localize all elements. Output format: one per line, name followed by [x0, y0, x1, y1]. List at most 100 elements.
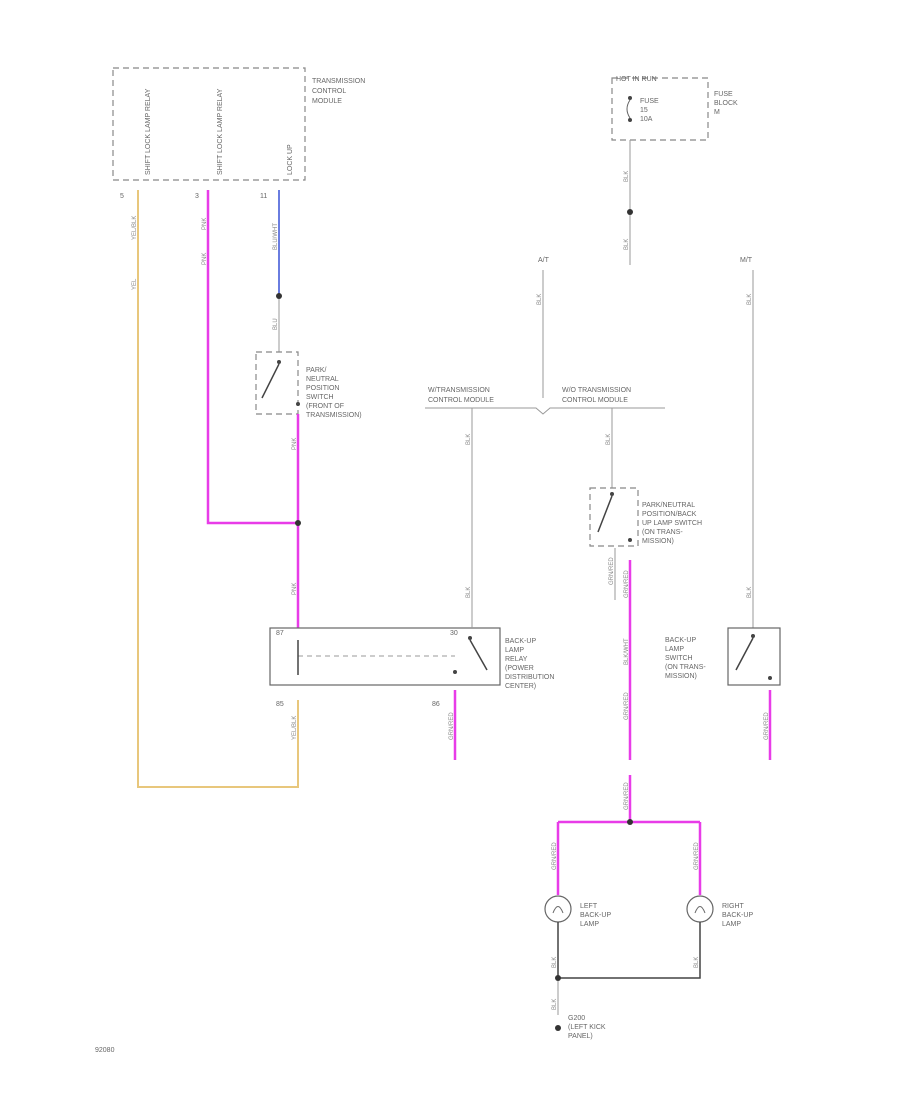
pn-switch-contact-bottom: [296, 402, 300, 406]
figure-id: 92080: [95, 1047, 115, 1054]
fuse-line-1: FUSE: [640, 98, 659, 105]
wire-label-blk-7: BLK: [747, 294, 753, 305]
wire-label-grn-red-3: GRN/RED: [624, 570, 630, 598]
wire-label-blk-9: BLK: [552, 957, 558, 968]
splice-dot-pink: [295, 520, 301, 526]
fuse-output-wire: BLK BLK: [624, 140, 633, 265]
left-lamp-label-1: LEFT: [580, 903, 598, 910]
wire-label-grn-red-8: GRN/RED: [694, 842, 700, 870]
bls-mt-box: [727, 627, 781, 686]
wire-label-blk-4: BLK: [466, 434, 472, 445]
wire-label-pnk-3: PNK: [292, 438, 298, 450]
pn-switch-box: [255, 351, 299, 415]
wire-label-blu: BLU: [273, 318, 279, 330]
fuse-block-box: [611, 77, 709, 141]
relay-label-1: BACK-UP: [505, 638, 536, 645]
relay-label-6: CENTER): [505, 683, 536, 690]
pn-switch-label-4: SWITCH: [306, 394, 334, 401]
bls-mt-label-4: (ON TRANS-: [665, 664, 706, 671]
mt-output-wire: GRN/RED: [764, 690, 772, 760]
wire-label-blk-10: BLK: [694, 957, 700, 968]
pn-switch-label-3: POSITION: [306, 385, 339, 392]
park-neutral-backup-switch: PARK/NEUTRAL POSITION/BACK UP LAMP SWITC…: [589, 487, 702, 547]
relay-label-3: RELAY: [505, 656, 528, 663]
splice-dot-ground: [555, 975, 561, 981]
tcm-pin-label-1: SHIFT LOCK LAMP RELAY: [145, 88, 152, 175]
pnb-switch-box: [589, 487, 639, 547]
transmission-control-module: TRANSMISSION CONTROL MODULE SHIFT LOCK L…: [112, 67, 365, 200]
wire-label-blk-1: BLK: [624, 171, 630, 182]
relay-contact-top: [468, 636, 472, 640]
wire-label-grn-red-5: GRN/RED: [624, 782, 630, 810]
blue-wire: BLU/WHT BLU: [273, 190, 282, 352]
wire-label-grn-red: GRN/RED: [449, 712, 455, 740]
wire-label-yel-blk-2: YEL/BLK: [292, 716, 298, 740]
bls-mt-contact-bottom: [768, 676, 772, 680]
right-lamp-label-2: BACK-UP: [722, 912, 753, 919]
wire-label-yel-blk: YEL/BLK: [132, 216, 138, 240]
mt-branch-wire: BLK BLK: [747, 270, 754, 628]
ground-label-3: PANEL): [568, 1033, 593, 1040]
right-lamp-label-3: LAMP: [722, 921, 741, 928]
relay-pin-87: 87: [276, 630, 284, 637]
fuse-line-3: 10A: [640, 116, 653, 123]
pnb-switch-label-4: (ON TRANS-: [642, 529, 683, 536]
wire-label-pnk-4: PNK: [292, 583, 298, 595]
yellow-wire: YEL/BLK YEL YEL/BLK: [132, 190, 299, 788]
park-neutral-position-switch: PARK/ NEUTRAL POSITION SWITCH (FRONT OF …: [255, 351, 362, 419]
pnb-switch-label-1: PARK/NEUTRAL: [642, 502, 695, 509]
module-right-1: W/O TRANSMISSION: [562, 387, 631, 394]
pn-switch-label-2: NEUTRAL: [306, 376, 339, 383]
wire-label-grn-red-7: GRN/RED: [552, 842, 558, 870]
pnb-switch-label-5: MISSION): [642, 538, 674, 545]
splice-dot-lamps: [627, 819, 633, 825]
pn-switch-label-1: PARK/: [306, 367, 327, 374]
right-bulb-icon: [686, 895, 714, 923]
bls-mt-contact-top: [751, 634, 755, 638]
pnb-switch-label-2: POSITION/BACK: [642, 511, 697, 518]
relay-pin-86: 86: [432, 701, 440, 708]
fuse-block-name-3: M: [714, 109, 720, 116]
left-lamp-label-3: LAMP: [580, 921, 599, 928]
relay-output-wire: GRN/RED: [449, 690, 457, 760]
wire-label-blk-3: BLK: [537, 294, 543, 305]
wire-label-blk-5: BLK: [466, 587, 472, 598]
pnb-switch-contact-bottom: [628, 538, 632, 542]
pnb-switch-contact-top: [610, 492, 614, 496]
pn-switch-contact-top: [277, 360, 281, 364]
relay-pin-30: 30: [450, 630, 458, 637]
relay-label-2: LAMP: [505, 647, 524, 654]
module-variant-labels: W/TRANSMISSION CONTROL MODULE W/O TRANSM…: [425, 387, 665, 628]
wire-label-grn-red-4: GRN/RED: [624, 692, 630, 720]
tcm-box: [112, 67, 306, 181]
fuse-icon: [626, 99, 631, 119]
backup-lamp-relay: 87 30 85 86 BACK-UP LAMP RELAY (POWER DI…: [269, 627, 554, 708]
tcm-pin-1: 5: [120, 193, 124, 200]
ground-label-2: (LEFT KICK: [568, 1024, 606, 1031]
bls-mt-label-2: LAMP: [665, 646, 684, 653]
relay-label-5: DISTRIBUTION: [505, 674, 554, 681]
branch-label-at: A/T: [538, 257, 550, 264]
left-lamp-label-2: BACK-UP: [580, 912, 611, 919]
tcm-title-2: CONTROL: [312, 88, 346, 95]
tcm-title-1: TRANSMISSION: [312, 78, 365, 85]
relay-label-4: (POWER: [505, 665, 534, 672]
relay-box: [269, 627, 501, 686]
backup-lamp-switch-mt: BACK-UP LAMP SWITCH (ON TRANS- MISSION): [665, 627, 781, 686]
left-bulb-icon: [544, 895, 572, 923]
wire-label-blu-wht: BLU/WHT: [273, 223, 279, 250]
branch-label-mt: M/T: [740, 257, 753, 264]
pink-wire-tcm: PNK PNK: [202, 190, 298, 525]
tcm-title-3: MODULE: [312, 98, 342, 105]
relay-contact-bottom: [453, 670, 457, 674]
tcm-pin-3: 11: [260, 193, 267, 200]
fuse-block: HOT IN RUN FUSE 15 10A FUSE BLOCK M: [611, 76, 738, 141]
ground-label-1: G200: [568, 1015, 585, 1022]
bls-mt-label-3: SWITCH: [665, 655, 693, 662]
module-right-2: CONTROL MODULE: [562, 397, 628, 404]
fuse-block-name-2: BLOCK: [714, 100, 738, 107]
ground-wiring: BLK BLK BLK G200 (LEFT KICK PANEL): [552, 922, 701, 1040]
left-backup-lamp: LEFT BACK-UP LAMP: [544, 895, 611, 928]
wire-label-pnk: PNK: [202, 218, 208, 230]
splice-dot-fuse: [627, 209, 633, 215]
